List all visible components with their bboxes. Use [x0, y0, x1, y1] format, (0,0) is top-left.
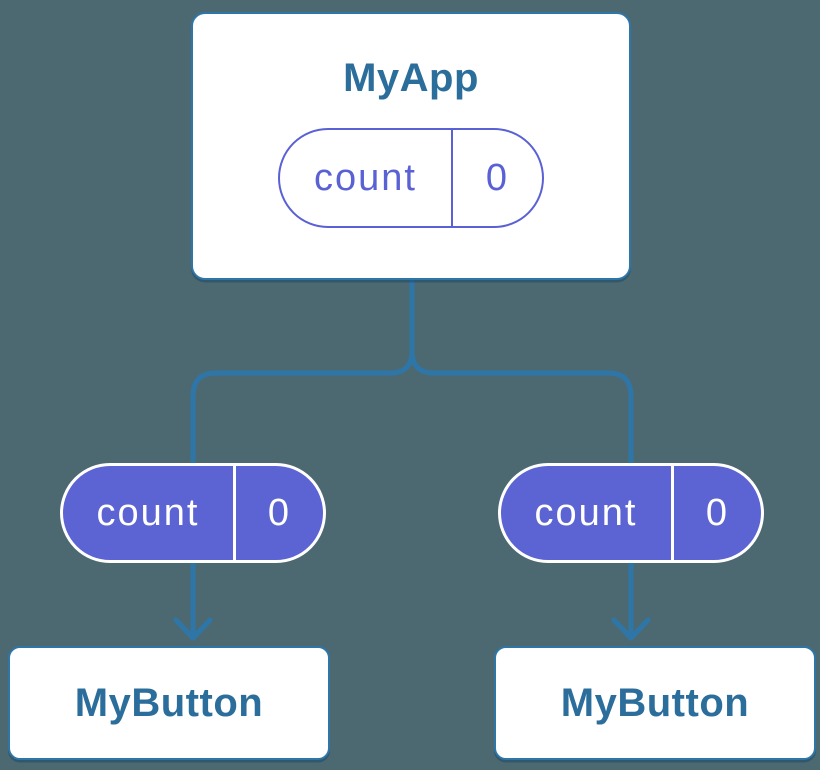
- state-pill-value: 0: [485, 156, 510, 199]
- right-arrowhead-icon: [611, 617, 651, 641]
- left-arrowhead-icon: [173, 617, 213, 641]
- button-node-right-title: MyButton: [560, 680, 750, 725]
- button-node-left: MyButton: [8, 646, 330, 760]
- right-branch-line: [409, 350, 634, 635]
- left-branch-line: [190, 350, 415, 635]
- button-node-right: MyButton: [494, 646, 816, 760]
- prop-pill-left: count 0: [60, 463, 326, 563]
- prop-pill-left-value: 0: [267, 491, 292, 534]
- prop-pill-right-name: count: [501, 466, 674, 560]
- prop-pill-right-value: 0: [705, 491, 730, 534]
- prop-pill-right: count 0: [498, 463, 764, 563]
- state-pill: count 0: [278, 128, 544, 228]
- state-pill-name: count: [280, 130, 453, 226]
- button-node-left-title: MyButton: [74, 680, 264, 725]
- app-node-title: MyApp: [343, 56, 479, 100]
- prop-pill-left-name: count: [63, 466, 236, 560]
